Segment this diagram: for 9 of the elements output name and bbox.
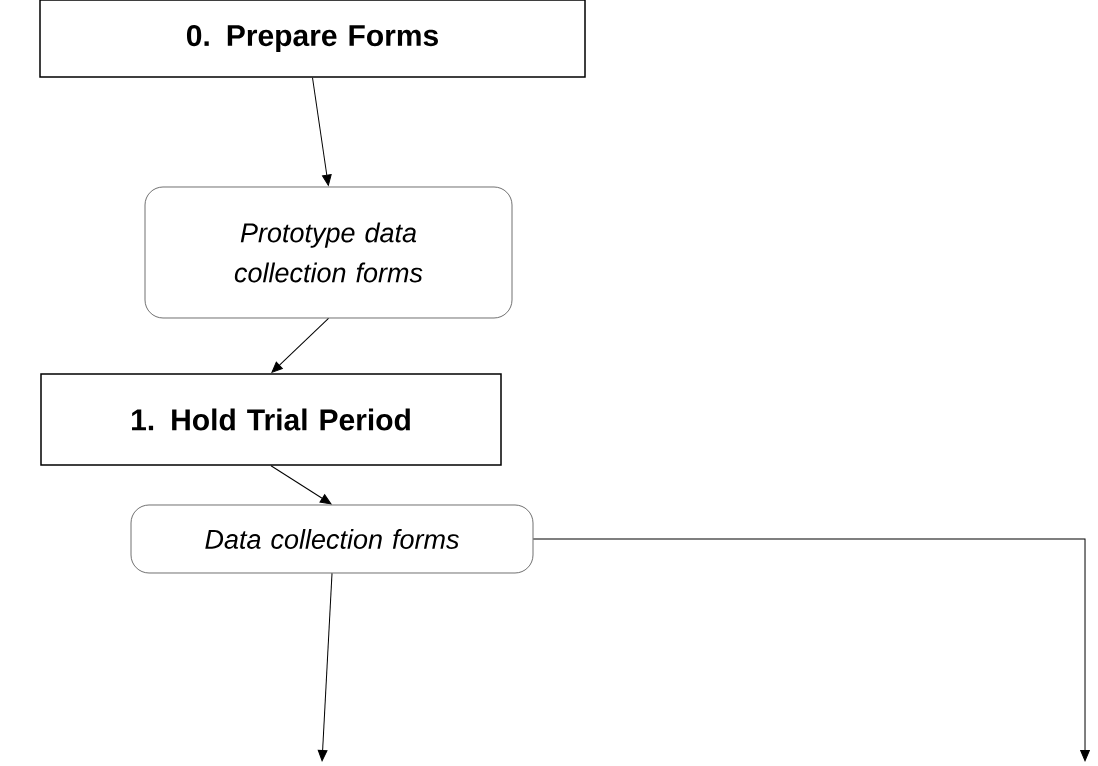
arrow bbox=[532, 538, 1090, 762]
output-box: Prototype data collection forms bbox=[144, 186, 513, 319]
arrow bbox=[312, 77, 332, 186]
arrow bbox=[317, 572, 333, 762]
arrow bbox=[270, 465, 332, 505]
step-box: 0. Prepare Forms bbox=[39, 0, 586, 78]
step-box: 1. Hold Trial Period bbox=[40, 373, 502, 466]
output-box: Data collection forms bbox=[130, 504, 534, 574]
arrow bbox=[271, 317, 329, 373]
